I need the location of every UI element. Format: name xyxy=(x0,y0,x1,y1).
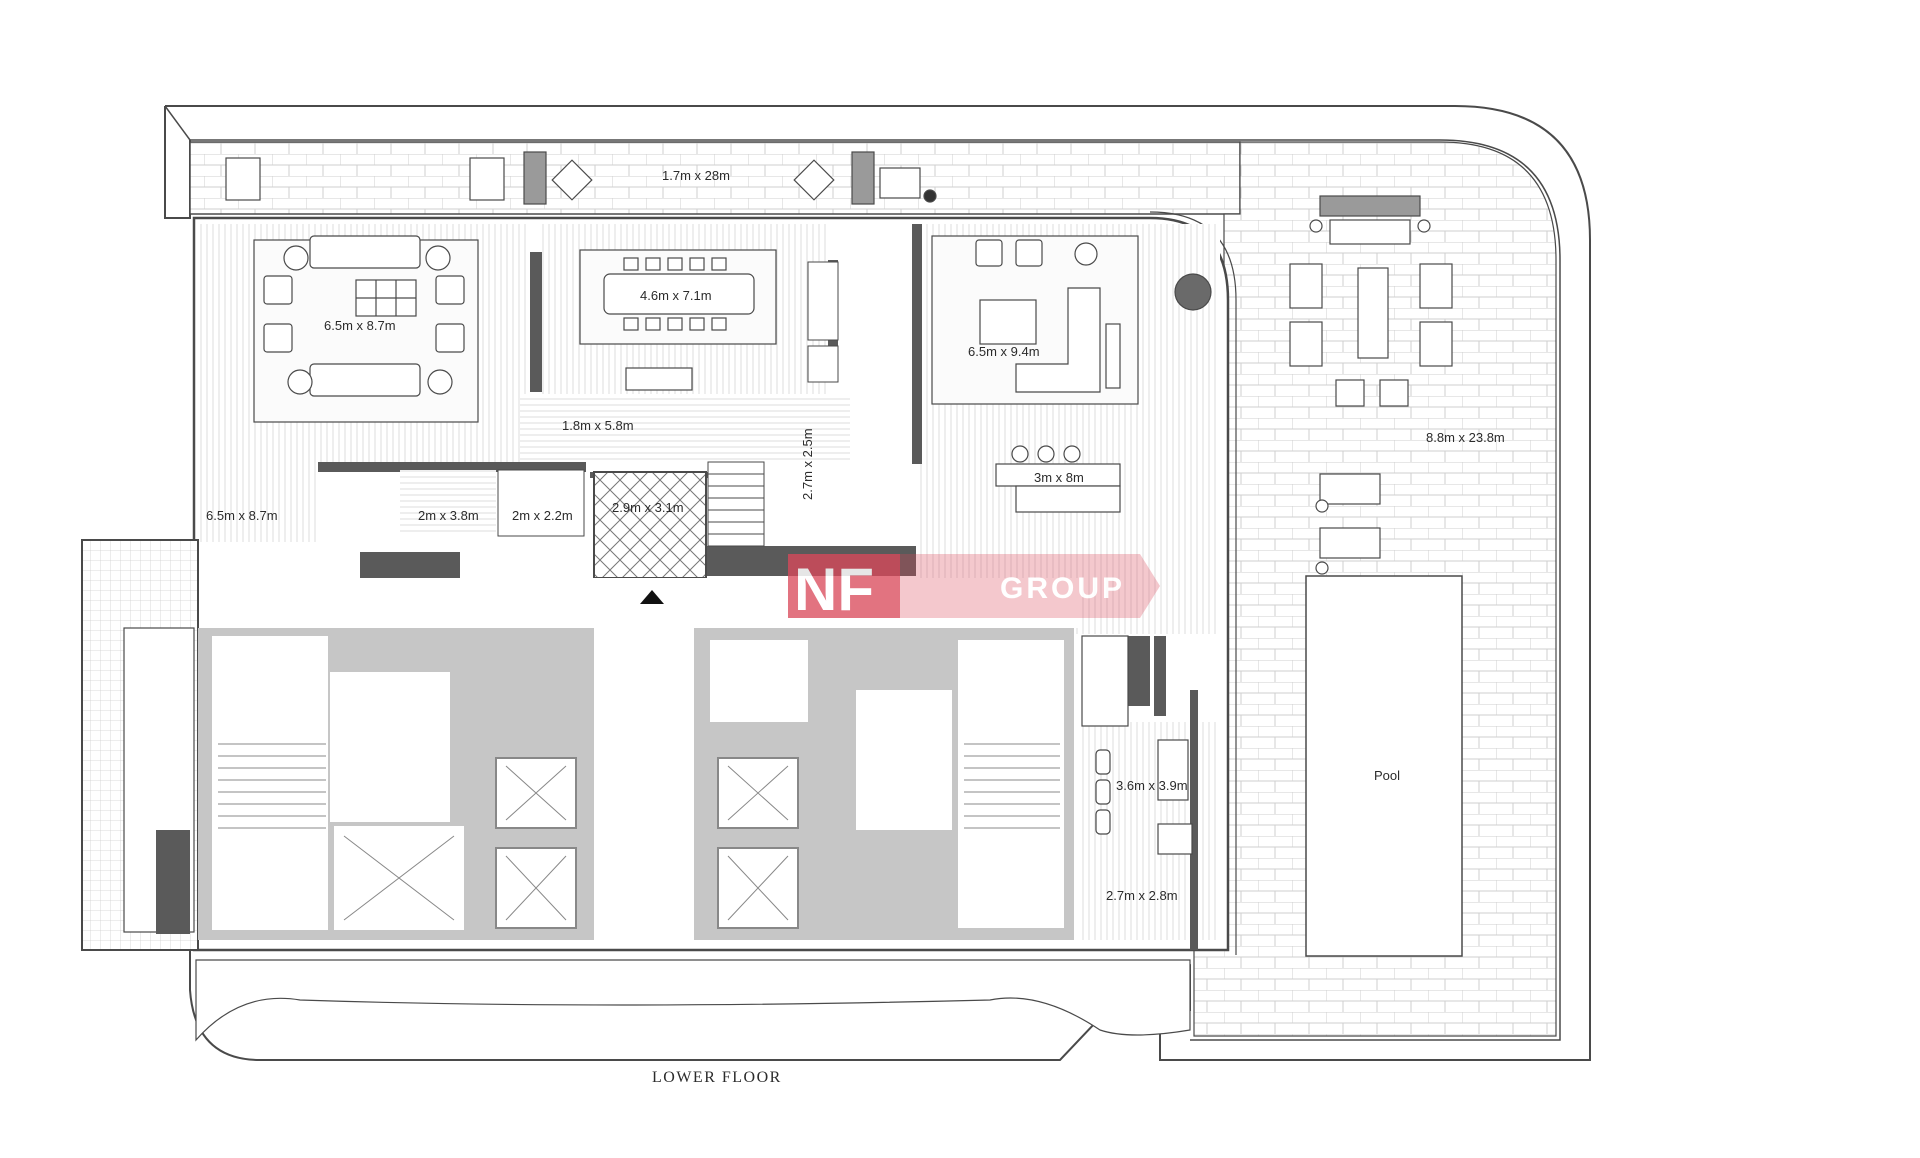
bath-b-floor xyxy=(497,469,585,537)
watermark-logo: NF GROUP xyxy=(788,554,1160,623)
room-label-kitchen: 3m x 8m xyxy=(1034,470,1084,485)
gallery-stair xyxy=(707,261,839,547)
lower-terrace xyxy=(195,959,1191,1042)
room-label-living: 6.5m x 8.7m xyxy=(324,318,396,333)
foyer-floor xyxy=(593,471,707,579)
room-label-service-room: 3.6m x 3.9m xyxy=(1116,778,1188,793)
entry-corridor xyxy=(322,578,1078,628)
kitchen-island xyxy=(995,445,1121,513)
room-label-bath-a: 2m x 3.8m xyxy=(418,508,479,523)
service-block xyxy=(1081,635,1193,855)
room-label-lounge: 6.5m x 9.4m xyxy=(968,344,1040,359)
building-core xyxy=(198,606,1074,940)
floor-caption: LOWER FLOOR xyxy=(652,1069,782,1086)
lounge-furniture xyxy=(975,239,1212,393)
terrace-furniture xyxy=(225,151,937,205)
bath-a-floor xyxy=(400,470,496,536)
pool xyxy=(1305,575,1463,957)
dining-furniture xyxy=(603,257,755,391)
entry-arrow xyxy=(640,590,664,604)
room-label-foyer: 2.9m x 3.1m xyxy=(612,500,684,515)
terrace-floor xyxy=(189,141,1241,215)
study-floor xyxy=(200,462,318,542)
left-wing-wall xyxy=(156,830,190,934)
room-label-gallery: 1.8m x 5.8m xyxy=(562,418,634,433)
room-label-terrace: 1.7m x 28m xyxy=(662,168,730,183)
room-label-dining: 4.6m x 7.1m xyxy=(640,288,712,303)
room-label-pool: Pool xyxy=(1374,768,1400,783)
room-label-roof-terrace: 8.8m x 23.8m xyxy=(1426,430,1505,445)
roof-terrace-furniture xyxy=(1289,195,1453,575)
room-label-stair-hall: 2.7m x 2.5m xyxy=(800,428,815,500)
room-label-study: 6.5m x 8.7m xyxy=(206,508,278,523)
room-label-service-bath: 2.7m x 2.8m xyxy=(1106,888,1178,903)
watermark-secondary: GROUP xyxy=(1000,572,1125,605)
watermark-primary: NF xyxy=(794,556,874,623)
gallery-floor xyxy=(520,394,850,462)
living-furniture xyxy=(263,235,465,397)
room-label-bath-b: 2m x 2.2m xyxy=(512,508,573,523)
